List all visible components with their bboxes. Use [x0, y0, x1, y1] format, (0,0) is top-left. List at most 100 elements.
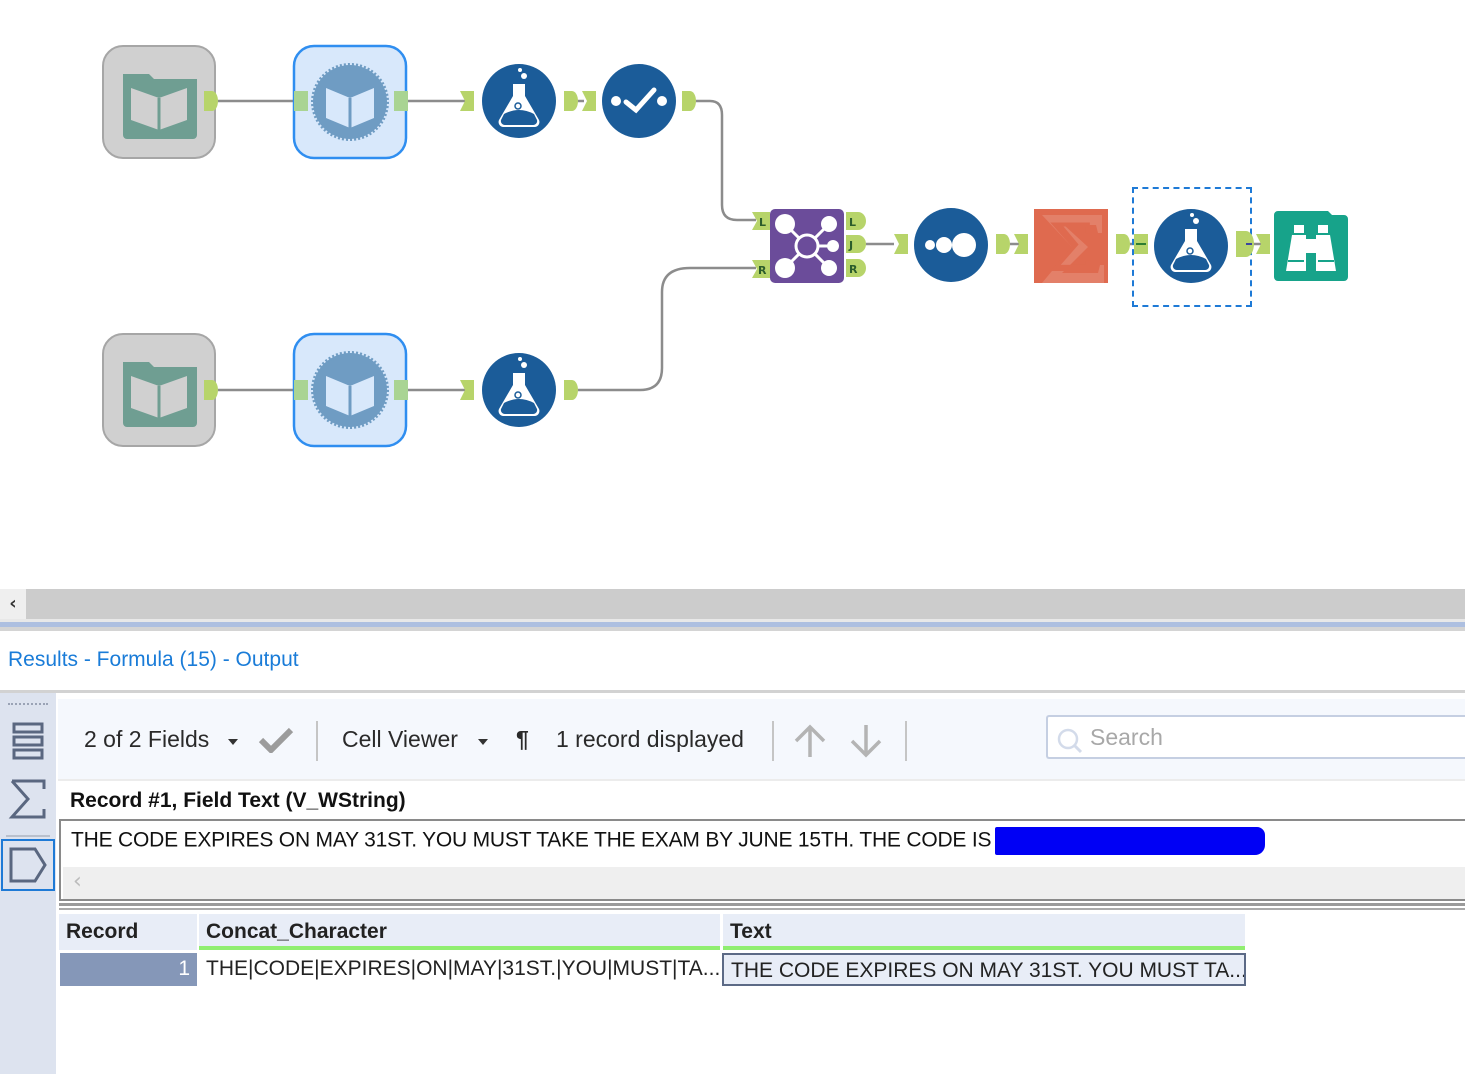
pilcrow-icon[interactable]: ¶	[516, 726, 529, 752]
results-toolbar: 2 of 2 Fields Cell Viewer ¶ 1 record dis…	[58, 699, 1465, 781]
macro-tool-2[interactable]	[292, 332, 408, 448]
cell-viewer-label: Record #1, Field Text (V_WString)	[70, 789, 406, 812]
fields-dropdown[interactable]: 2 of 2 Fields	[84, 726, 210, 752]
viewer-dropdown[interactable]: Cell Viewer	[342, 726, 458, 752]
cell-viewer-text-row: THE CODE EXPIRES ON MAY 31ST. YOU MUST T…	[71, 827, 1266, 855]
cell-viewer-button[interactable]	[1, 839, 55, 891]
select-tool[interactable]	[602, 64, 676, 138]
flask-icon	[1154, 209, 1228, 283]
metadata-view-button[interactable]	[2, 773, 54, 825]
table-row-text-cell[interactable]: THE CODE EXPIRES ON MAY 31ST. YOU MUST T…	[722, 953, 1246, 986]
input-anchor[interactable]	[1014, 234, 1028, 254]
record-id-tool[interactable]	[914, 208, 988, 282]
arrow-up-icon[interactable]	[792, 723, 828, 763]
arrow-down-icon[interactable]	[848, 723, 884, 763]
input-anchor[interactable]	[460, 91, 474, 111]
cell-viewer[interactable]: THE CODE EXPIRES ON MAY 31ST. YOU MUST T…	[59, 819, 1465, 901]
input-data-tool-1[interactable]	[101, 44, 217, 160]
redaction-mark	[995, 827, 1266, 855]
flask-icon	[482, 64, 556, 138]
workflow-canvas[interactable]: L R L J R Σ Σ	[0, 0, 1465, 588]
output-anchor[interactable]	[204, 380, 218, 400]
svg-text:Σ: Σ	[1048, 210, 1095, 283]
scroll-left-icon[interactable]: ‹	[73, 869, 82, 894]
macro-tool-1[interactable]	[292, 44, 408, 160]
join-output-J-anchor[interactable]: J	[846, 235, 866, 255]
output-anchor[interactable]	[996, 234, 1010, 254]
output-anchor[interactable]	[564, 380, 578, 400]
svg-text:J: J	[848, 239, 853, 252]
sigma-icon: Σ Σ	[1034, 209, 1108, 287]
divider	[0, 690, 1465, 693]
join-input-L-anchor[interactable]: L	[752, 212, 770, 232]
browse-tool[interactable]	[1274, 209, 1348, 283]
output-anchor[interactable]	[204, 91, 218, 111]
summarize-tool[interactable]: Σ Σ	[1034, 209, 1108, 287]
table-row-record-cell[interactable]: 1	[60, 953, 197, 986]
grip-handle[interactable]	[8, 703, 48, 706]
join-tool[interactable]	[770, 209, 844, 283]
svg-text:Σ: Σ	[1048, 210, 1095, 283]
input-anchor[interactable]	[582, 91, 596, 111]
svg-text:R: R	[849, 263, 858, 276]
dots-icon	[914, 208, 988, 282]
join-input-R-anchor[interactable]: R	[752, 260, 770, 280]
toolbar-separator	[316, 721, 318, 761]
formula-tool-15[interactable]	[1154, 209, 1228, 283]
input-anchor[interactable]	[1256, 234, 1270, 254]
column-header-concat-character[interactable]: Concat_Character	[199, 914, 720, 950]
table-rows-icon	[12, 722, 44, 760]
table-row-concat-cell[interactable]: THE|CODE|EXPIRES|ON|MAY|31ST.|YOU|MUST|T…	[199, 953, 720, 986]
pane-splitter[interactable]	[0, 622, 1465, 627]
cell-viewer-text[interactable]: THE CODE EXPIRES ON MAY 31ST. YOU MUST T…	[71, 828, 992, 852]
book-gear-icon	[292, 44, 408, 160]
search-icon	[1056, 727, 1084, 759]
formula-tool-2[interactable]	[482, 353, 556, 427]
output-anchor[interactable]	[564, 91, 578, 111]
toolbar-separator	[905, 721, 907, 761]
scroll-left-icon[interactable]: ‹	[0, 589, 26, 619]
join-output-R-anchor[interactable]: R	[846, 259, 866, 279]
chevron-down-icon[interactable]	[228, 739, 238, 745]
svg-text:L: L	[759, 216, 766, 229]
search-input[interactable]	[1090, 721, 1450, 753]
search-box[interactable]	[1046, 715, 1465, 759]
divider	[59, 903, 1465, 906]
flask-icon	[482, 353, 556, 427]
column-header-record[interactable]: Record	[59, 914, 197, 950]
output-anchor[interactable]	[1236, 231, 1254, 257]
book-folder-icon	[102, 45, 216, 159]
canvas-horizontal-scrollbar[interactable]: ‹	[0, 589, 1465, 619]
input-anchor[interactable]	[1134, 234, 1148, 254]
output-anchor[interactable]	[1116, 234, 1130, 254]
input-anchor[interactable]	[294, 380, 308, 400]
svg-text:R: R	[758, 264, 767, 277]
input-anchor[interactable]	[894, 234, 908, 254]
output-anchor[interactable]	[394, 380, 408, 400]
wire-formula2-joinR	[578, 266, 756, 392]
input-anchor[interactable]	[460, 380, 474, 400]
input-anchor[interactable]	[294, 91, 308, 111]
rail-divider	[6, 835, 50, 837]
book-folder-icon	[102, 333, 216, 447]
column-header-label: Text	[730, 920, 772, 943]
binoculars-icon	[1274, 211, 1348, 281]
output-anchor[interactable]	[682, 91, 696, 111]
column-header-text[interactable]: Text	[723, 914, 1245, 950]
data-view-button[interactable]	[2, 715, 54, 767]
output-anchor[interactable]	[394, 91, 408, 111]
column-header-label: Record	[66, 920, 139, 943]
record-count: 1 record displayed	[556, 726, 744, 752]
cell-viewer-scrollbar[interactable]: ‹	[63, 867, 1465, 899]
divider	[0, 619, 1465, 622]
toolbar-separator	[772, 721, 774, 761]
column-header-label: Concat_Character	[206, 920, 387, 943]
formula-tool-1[interactable]	[482, 64, 556, 138]
chevron-down-icon[interactable]	[478, 739, 488, 745]
column-fill-bar	[723, 946, 1245, 950]
sigma-outline-icon	[8, 779, 46, 819]
join-output-L-anchor[interactable]: L	[846, 212, 866, 232]
results-title: Results - Formula (15) - Output	[8, 648, 299, 671]
checkmark-icon[interactable]	[258, 727, 294, 757]
input-data-tool-2[interactable]	[101, 332, 217, 448]
